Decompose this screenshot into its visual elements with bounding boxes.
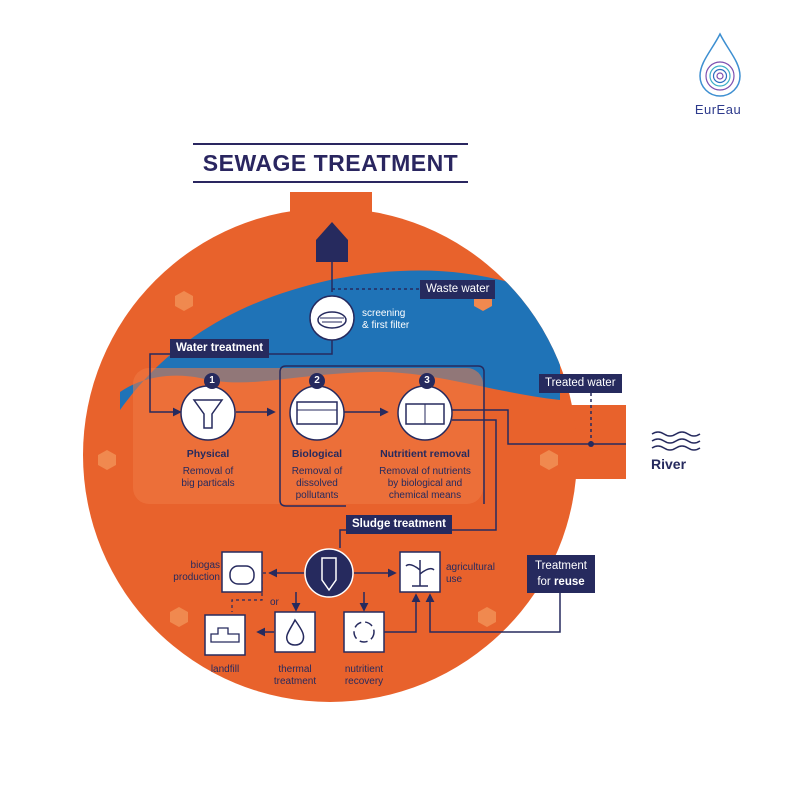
step-badge <box>309 373 325 389</box>
step-badge <box>419 373 435 389</box>
brand-name: EurEau <box>694 102 742 117</box>
screening-label-1: screening <box>362 308 406 319</box>
step-1-desc-1: Removal of <box>182 466 234 477</box>
sludge-hub <box>304 548 354 598</box>
step-3-desc-2: by biological and <box>387 478 463 489</box>
reuse-line-2-bold: reuse <box>553 576 585 588</box>
bulldozer-icon <box>210 627 240 643</box>
treatment-reuse-tag: Treatment for reuse <box>527 555 595 593</box>
flame-icon <box>285 618 305 646</box>
water-treatment-tag: Water treatment <box>170 339 270 358</box>
agri-label-1: agricultural <box>446 562 495 573</box>
step-3-name: Nutritient removal <box>380 448 470 460</box>
river-waves-icon <box>651 431 701 451</box>
step-2-circle <box>289 385 345 441</box>
house-icon <box>316 222 348 262</box>
biogas-box <box>221 551 263 593</box>
drill-icon <box>321 557 337 592</box>
or-label: or <box>270 597 279 608</box>
step-3-number: 3 <box>424 375 430 386</box>
nutrient-label-2: recovery <box>344 676 384 687</box>
waste-water-tag: Waste water <box>420 280 496 299</box>
recycle-icon <box>353 621 375 643</box>
step-1-desc-2: big particals <box>181 478 235 489</box>
step-1-number: 1 <box>209 375 215 386</box>
step-badges <box>204 373 435 389</box>
hexagon-bolt <box>170 607 188 627</box>
eureau-logo <box>690 30 750 100</box>
step-badge <box>204 373 220 389</box>
funnel-icon <box>192 399 224 429</box>
biogas-label-1: biogas <box>190 560 220 571</box>
biogas-label-2: production <box>173 572 220 583</box>
step-3-desc-3: chemical means <box>388 490 462 501</box>
hexagon-bolt <box>478 607 496 627</box>
step-2-number: 2 <box>314 375 320 386</box>
sludge-treatment-tag: Sludge treatment <box>346 515 452 534</box>
step-2-desc-2: dissolved <box>296 478 338 489</box>
nutrient-box <box>343 611 385 653</box>
filter-icon <box>317 311 347 329</box>
water-drop-icon <box>699 32 741 97</box>
page-title: SEWAGE TREATMENT <box>202 150 459 176</box>
landfill-box <box>204 614 246 656</box>
screening-label-2: & first filter <box>362 320 410 331</box>
hexagon-bolt <box>98 450 116 470</box>
step-1-circle <box>180 385 236 441</box>
treated-water-tag: Treated water <box>539 374 622 393</box>
thermal-label-1: thermal <box>278 664 312 675</box>
river-label: River <box>651 456 687 472</box>
thermal-label-2: treatment <box>273 676 317 687</box>
reuse-line-1: Treatment <box>535 560 587 572</box>
title-rule-top <box>193 143 468 145</box>
step-3-desc-1: Removal of nutrients <box>379 466 471 477</box>
step-2-desc-3: pollutants <box>295 490 339 501</box>
reuse-line-2-prefix: for <box>537 576 554 588</box>
title-rule-bottom <box>193 181 468 183</box>
agri-label-2: use <box>446 574 463 585</box>
plant-icon <box>405 560 435 587</box>
tank-icon <box>296 401 338 425</box>
thermal-box <box>274 611 316 653</box>
hexagon-bolt <box>175 291 193 311</box>
step-2-name: Biological <box>291 448 343 460</box>
step-1-name: Physical <box>186 448 230 460</box>
step-2-desc-1: Removal of <box>291 466 343 477</box>
landfill-label: landfill <box>210 664 240 675</box>
hexagon-bolt <box>540 450 558 470</box>
biogas-tank-icon <box>229 565 255 585</box>
nutrient-label-1: nutritient <box>344 664 384 675</box>
